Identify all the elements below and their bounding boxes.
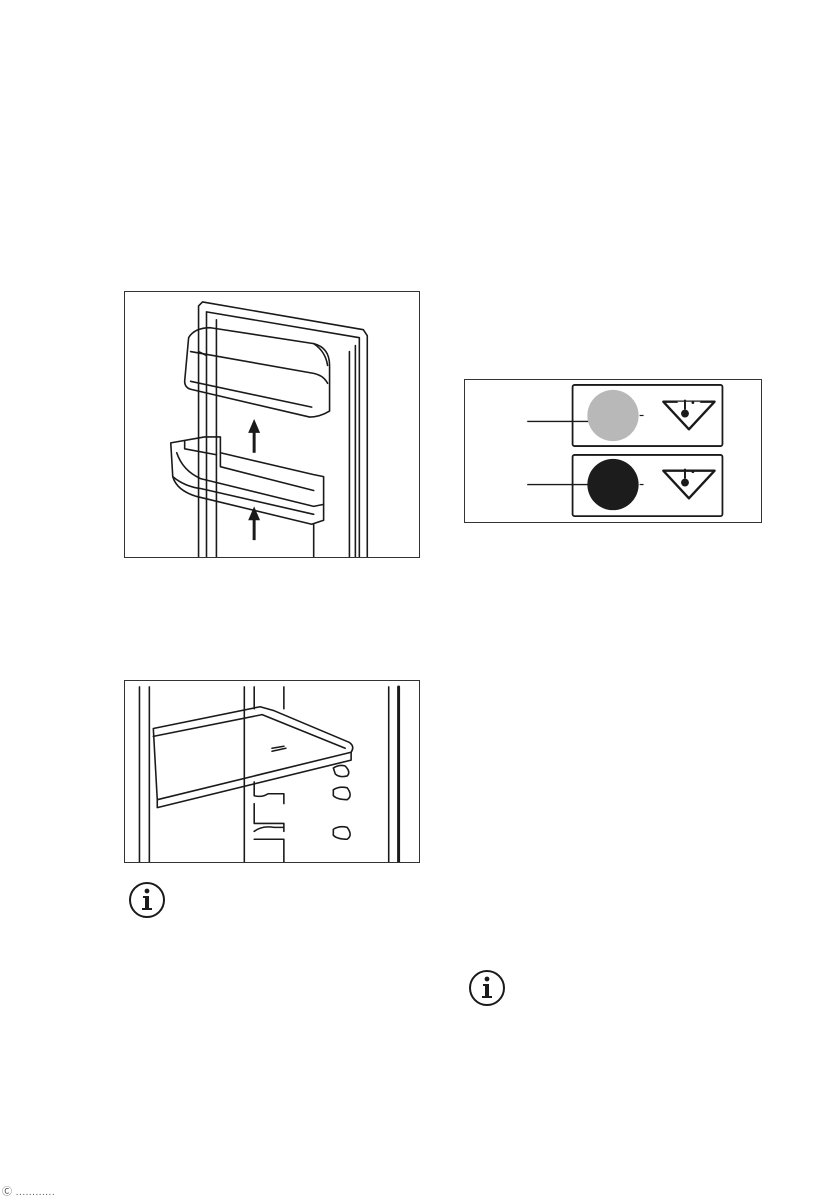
shelf-figure xyxy=(124,680,420,863)
door-bins-figure xyxy=(124,291,420,558)
footer-text: Ⓒ ............ xyxy=(2,1183,55,1198)
info-icon xyxy=(127,880,167,920)
door-bin-install-illustration xyxy=(125,292,419,557)
info-icon xyxy=(467,968,507,1008)
thermometer-warning-icon xyxy=(663,469,714,499)
thermometer-warning-icon xyxy=(663,400,714,430)
indicator-disc-light xyxy=(587,390,638,441)
temperature-indicator-illustration xyxy=(465,380,761,522)
glass-shelf-illustration xyxy=(125,681,419,862)
indicator-figure xyxy=(464,379,762,523)
indicator-disc-dark xyxy=(587,459,638,510)
